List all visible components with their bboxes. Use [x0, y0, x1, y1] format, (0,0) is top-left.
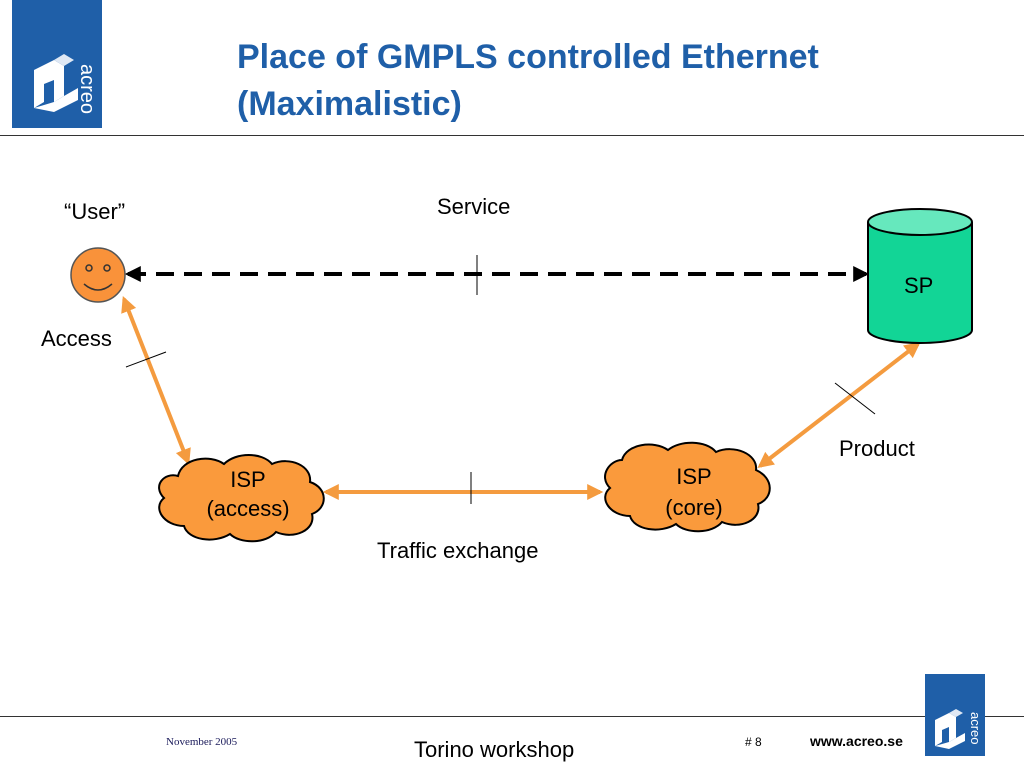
footer-date: November 2005 — [166, 736, 238, 748]
header-divider — [0, 135, 1024, 136]
isp-access-cloud-icon — [158, 454, 325, 543]
acreo-logo-small-text: acreo — [968, 712, 983, 745]
product-label: Product — [839, 436, 915, 461]
user-smiley-icon — [70, 247, 126, 303]
isp-core-cloud-icon — [604, 441, 771, 533]
product-link — [757, 342, 921, 468]
service-label: Service — [437, 194, 511, 219]
acreo-logo-mark-icon — [34, 54, 78, 112]
sp-label: SP — [904, 273, 934, 298]
isp-core-line-2: (core) — [665, 495, 723, 520]
footer-url: www.acreo.se — [810, 733, 903, 749]
traffic-exchange-label: Traffic exchange — [377, 538, 539, 563]
footer-event: Torino workshop — [414, 737, 575, 762]
isp-access-line-1: ISP — [230, 467, 266, 492]
acreo-logo-mark-small-icon — [935, 709, 965, 749]
user-label: “User” — [64, 199, 126, 224]
title-line-2: (Maximalistic) — [237, 85, 462, 123]
sp-database-icon — [867, 208, 973, 344]
access-tick — [125, 351, 167, 368]
access-link — [121, 296, 191, 465]
isp-core-line-1: ISP — [676, 464, 712, 489]
isp-core-label: ISP (core) — [634, 461, 754, 523]
footer-divider — [0, 716, 1024, 717]
page-title: Place of GMPLS controlled Ethernet (Maxi… — [237, 34, 997, 128]
title-line-1: Place of GMPLS controlled Ethernet — [237, 38, 819, 76]
access-label: Access — [41, 326, 112, 351]
footer-page-number: # 8 — [745, 735, 762, 749]
isp-access-label: ISP (access) — [188, 465, 308, 523]
product-tick — [834, 382, 876, 415]
acreo-logo-bottom: acreo — [925, 674, 985, 756]
acreo-logo-top: acreo — [12, 0, 102, 128]
isp-access-line-2: (access) — [206, 496, 290, 521]
